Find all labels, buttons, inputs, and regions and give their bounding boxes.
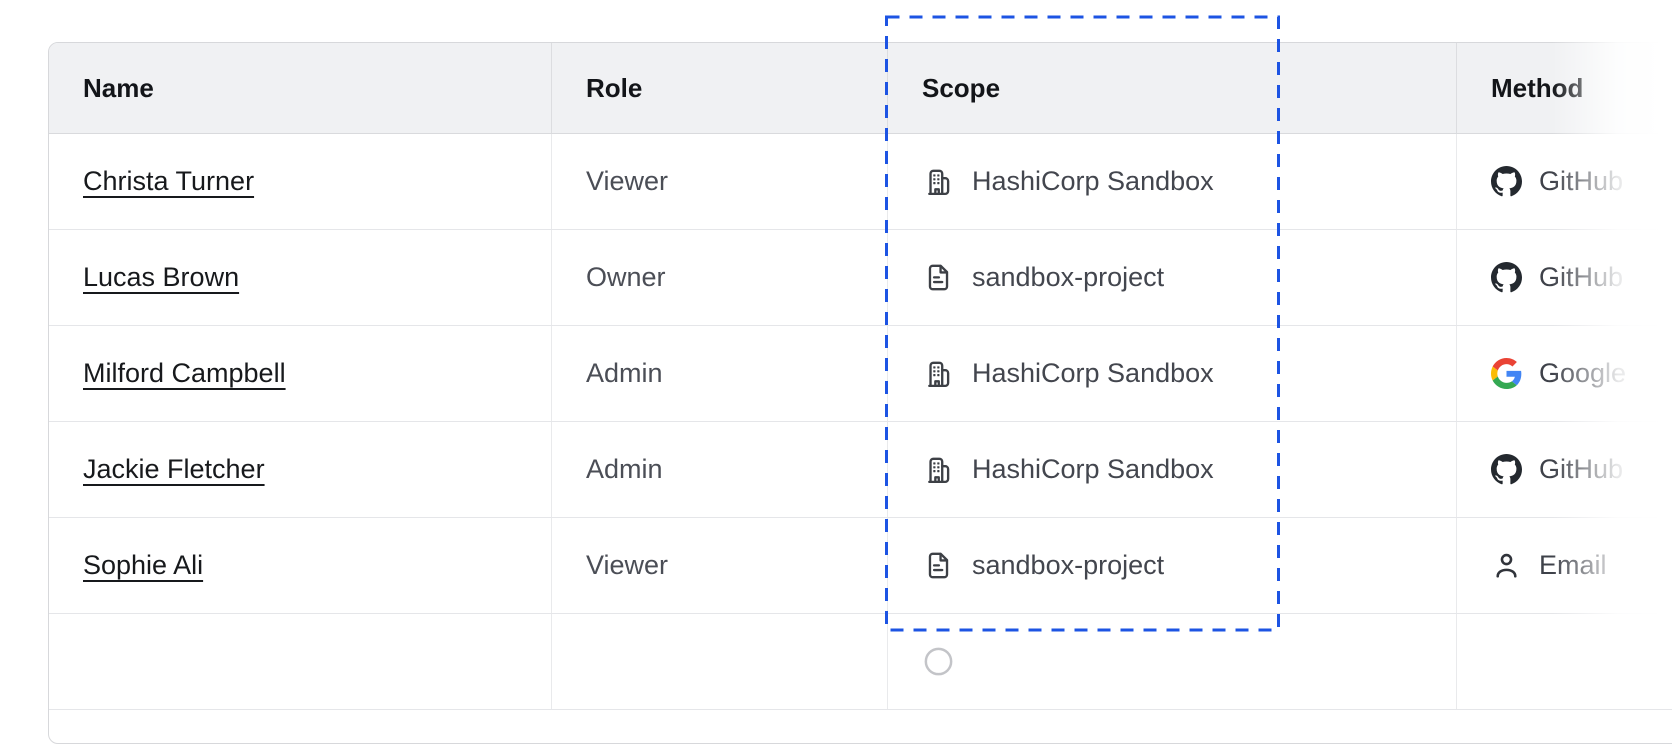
scope-cell: sandbox-project [888, 230, 1457, 325]
table-row: Christa Turner Viewer HashiCorp Sandbox Git… [49, 134, 1672, 230]
name-cell [49, 614, 552, 709]
role-cell [552, 614, 888, 709]
github-icon [1491, 454, 1522, 485]
role-cell: Viewer [552, 134, 888, 229]
org-building-icon [922, 453, 955, 486]
name-cell: Christa Turner [49, 134, 552, 229]
method-cell: Google [1457, 326, 1672, 421]
table-row: Jackie Fletcher Admin HashiCorp Sandbox Git… [49, 422, 1672, 518]
scope-label: sandbox-project [972, 262, 1165, 292]
column-header-scope-label: Scope [922, 72, 1001, 103]
file-text-icon [922, 261, 955, 294]
column-header-scope: Scope [888, 43, 1457, 133]
column-header-name: Name [49, 43, 552, 133]
member-name-link[interactable]: Milford Campbell [83, 358, 286, 388]
method-cell: GitHub [1457, 134, 1672, 229]
role-label: Owner [586, 262, 666, 292]
name-cell: Sophie Ali [49, 518, 552, 613]
scope-label: HashiCorp Sandbox [972, 358, 1214, 388]
table-header-row: Name Role Scope Method [49, 43, 1672, 134]
scope-cell: sandbox-project [888, 518, 1457, 613]
method-cell [1457, 614, 1672, 709]
file-text-icon [922, 549, 955, 582]
table-row-partial [49, 614, 1672, 710]
github-icon [1491, 262, 1522, 293]
name-cell: Lucas Brown [49, 230, 552, 325]
scope-cell: HashiCorp Sandbox [888, 134, 1457, 229]
role-label: Viewer [586, 550, 669, 580]
name-cell: Jackie Fletcher [49, 422, 552, 517]
method-label: GitHub [1539, 262, 1624, 292]
scope-label: sandbox-project [972, 550, 1165, 580]
method-label: GitHub [1539, 454, 1624, 484]
role-label: Admin [586, 454, 663, 484]
role-cell: Viewer [552, 518, 888, 613]
method-cell: Email [1457, 518, 1672, 613]
role-cell: Admin [552, 326, 888, 421]
method-label: GitHub [1539, 166, 1624, 196]
column-header-role-label: Role [586, 72, 643, 103]
org-building-icon [922, 357, 955, 390]
github-icon [1491, 166, 1522, 197]
member-name-link[interactable]: Sophie Ali [83, 550, 204, 580]
role-cell: Owner [552, 230, 888, 325]
org-building-icon [922, 165, 955, 198]
scope-cell: HashiCorp Sandbox [888, 326, 1457, 421]
name-cell: Milford Campbell [49, 326, 552, 421]
role-cell: Admin [552, 422, 888, 517]
role-label: Viewer [586, 166, 669, 196]
scope-cell: HashiCorp Sandbox [888, 422, 1457, 517]
scope-label: HashiCorp Sandbox [972, 166, 1214, 196]
table-row: Lucas Brown Owner sandbox-project GitHub [49, 230, 1672, 326]
column-header-method-label: Method [1491, 72, 1584, 103]
method-label: Email [1539, 550, 1607, 580]
google-icon [1491, 358, 1522, 389]
column-header-role: Role [552, 43, 888, 133]
member-name-link[interactable]: Jackie Fletcher [83, 454, 265, 484]
member-name-link[interactable]: Lucas Brown [83, 262, 240, 292]
circle-icon [922, 645, 955, 678]
scope-label: HashiCorp Sandbox [972, 454, 1214, 484]
method-cell: GitHub [1457, 230, 1672, 325]
person-icon [1491, 550, 1522, 581]
role-label: Admin [586, 358, 663, 388]
column-header-method: Method [1457, 43, 1672, 133]
method-cell: GitHub [1457, 422, 1672, 517]
scope-cell [888, 614, 1457, 709]
column-header-name-label: Name [83, 72, 154, 103]
method-label: Google [1539, 358, 1627, 388]
table-row: Milford Campbell Admin HashiCorp Sandbox Go… [49, 326, 1672, 422]
member-name-link[interactable]: Christa Turner [83, 166, 255, 196]
table-row: Sophie Ali Viewer sandbox-project Email [49, 518, 1672, 614]
